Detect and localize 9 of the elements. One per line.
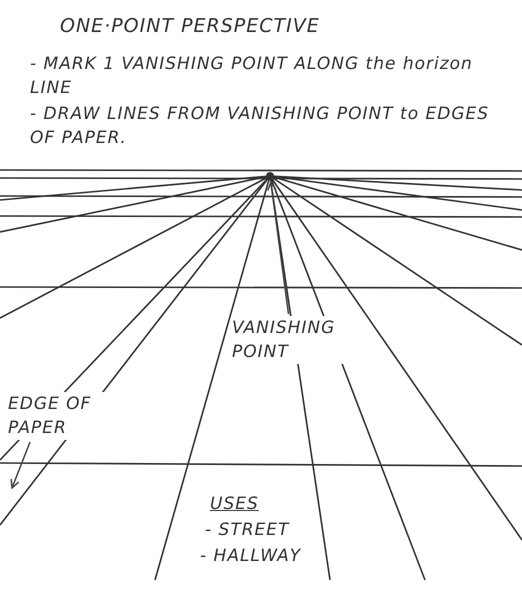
note-text: - MARK 1 VANISHING POINT ALONG the horizon LINE <box>30 53 474 100</box>
leader-arrow <box>10 442 31 489</box>
title: ONE·POINT PERSPECTIVE <box>60 14 320 38</box>
leader-arrow <box>267 181 290 314</box>
note-text: - DRAW LINES FROM VANISHING POINT to EDGES OF PAPER. <box>30 103 490 150</box>
note-text: - STREET <box>205 519 290 542</box>
note-text: - HALLWAY <box>200 545 302 568</box>
heading: USES <box>210 493 260 516</box>
vanishing-point-dot <box>266 172 274 180</box>
